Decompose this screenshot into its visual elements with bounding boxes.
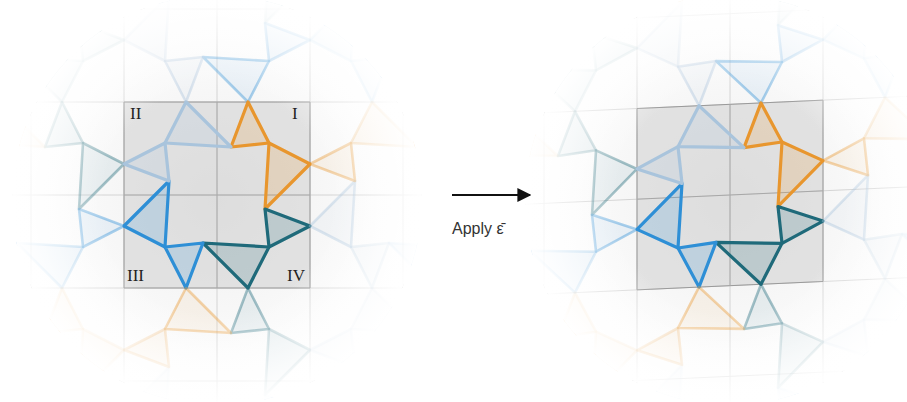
arrow-label: Apply ε̄ bbox=[452, 220, 504, 238]
grid-line bbox=[496, 0, 497, 402]
transform-arrow bbox=[452, 194, 530, 196]
undeformed-lattice bbox=[0, 0, 517, 402]
quadrant-label: IV bbox=[287, 266, 305, 286]
panel-ground bbox=[525, 0, 907, 402]
lattice-triangle bbox=[0, 243, 17, 288]
quadrant-label: I bbox=[292, 104, 298, 124]
lattice-triangle bbox=[637, 0, 682, 2]
edge-fade bbox=[11, 0, 423, 402]
quadrant-label: II bbox=[130, 104, 141, 124]
lattice-triangle bbox=[492, 251, 530, 296]
lattice-triangle bbox=[417, 102, 455, 147]
deformed-lattice bbox=[430, 0, 907, 402]
edge-fade bbox=[524, 0, 907, 402]
quadrant-label: III bbox=[127, 266, 144, 286]
panel-ground bbox=[12, 0, 422, 402]
grid-line bbox=[451, 0, 452, 402]
